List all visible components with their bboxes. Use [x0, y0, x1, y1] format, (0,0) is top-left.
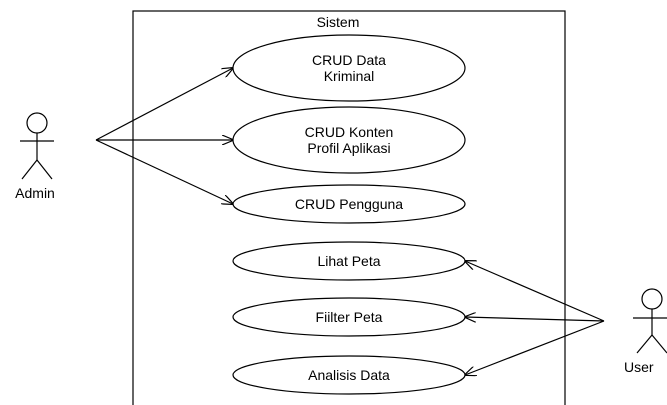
- admin-stick-figure-icon: [20, 112, 54, 180]
- use-case-ellipse: [232, 184, 466, 224]
- user-stick-figure-icon: [633, 288, 667, 354]
- actor-label-admin: Admin: [15, 185, 55, 201]
- actor-label-user: User: [624, 359, 654, 375]
- actor-admin: Admin: [15, 112, 55, 201]
- use-case-ellipse: [232, 34, 466, 102]
- use-case-label: Fiilter Peta: [316, 309, 383, 325]
- system-title: Sistem: [317, 14, 360, 30]
- use-case-ellipse: [232, 241, 466, 281]
- association-arrow-user-lihat-peta: [465, 261, 605, 322]
- use-case-crud-pengguna: CRUD Pengguna: [232, 184, 466, 224]
- use-case-label: Lihat Peta: [317, 253, 380, 269]
- use-case-ellipse: [232, 297, 466, 337]
- use-case-lihat-peta: Lihat Peta: [232, 241, 466, 281]
- use-case-ellipse: [232, 106, 466, 174]
- use-case-label: Analisis Data: [308, 367, 390, 383]
- association-arrow-user-fiilter-peta: [465, 317, 605, 321]
- use-case-fiilter-peta: Fiilter Peta: [232, 297, 466, 337]
- actor-user: User: [624, 288, 667, 375]
- use-case-analisis-data: Analisis Data: [232, 355, 466, 395]
- association-arrow-admin-crud-data-kriminal: [95, 68, 233, 141]
- use-case-label: Profil Aplikasi: [307, 140, 390, 156]
- use-case-ellipse: [232, 355, 466, 395]
- use-case-label: CRUD Konten: [305, 124, 394, 140]
- association-arrow-admin-crud-pengguna: [95, 139, 233, 204]
- system-boundary: [132, 10, 566, 405]
- associations: [95, 68, 605, 375]
- use-case-label: Kriminal: [324, 68, 375, 84]
- use-case-label: CRUD Data: [312, 52, 386, 68]
- association-arrow-user-analisis-data: [465, 320, 605, 375]
- use-case-label: CRUD Pengguna: [295, 196, 403, 212]
